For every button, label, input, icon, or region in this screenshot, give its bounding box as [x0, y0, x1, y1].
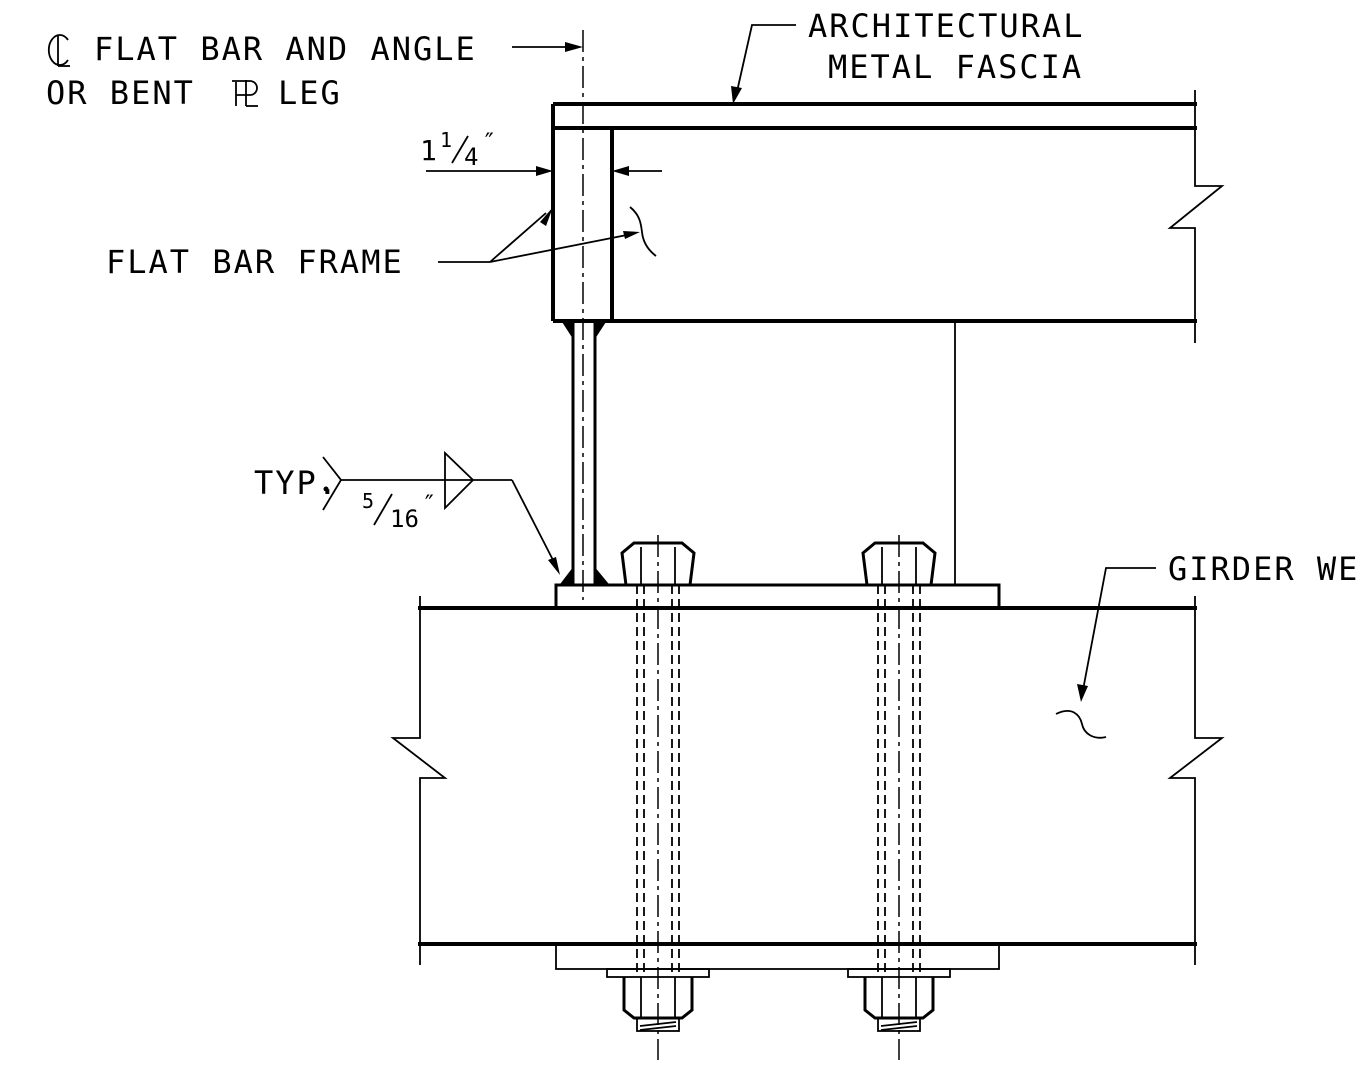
bolt-2 — [847, 535, 951, 1060]
gap-unit: ″ — [482, 128, 496, 156]
bolt-1 — [606, 535, 710, 1060]
girder — [390, 596, 1225, 970]
fillet-weld-symbol — [444, 450, 475, 511]
gap-whole: 1 — [420, 134, 437, 167]
architectural-fascia — [551, 90, 1225, 585]
weld-callout: TYP. 5 16 ″ — [254, 450, 560, 575]
flat-bar-frame-label: FLAT BAR FRAME — [106, 243, 404, 281]
girder-callout: GIRDER WE — [1077, 550, 1359, 702]
girder-label: GIRDER WE — [1168, 550, 1359, 588]
centerline-callout: FLAT BAR AND ANGLE OR BENT LEG — [46, 30, 583, 112]
centerline-label-line2: OR BENT — [46, 74, 195, 112]
centerline-symbol — [47, 34, 70, 67]
weld-den: 16 — [390, 505, 419, 533]
weld-typ-label: TYP. — [254, 464, 339, 502]
top-plate — [554, 583, 1001, 610]
fascia-label-line2: METAL FASCIA — [828, 48, 1083, 86]
gap-dimension: 1 1 4 ″ — [420, 128, 662, 176]
flat-bar-frame-callout: FLAT BAR FRAME — [106, 206, 657, 281]
weld-num: 5 — [362, 489, 374, 513]
fascia-label-line1: ARCHITECTURAL — [808, 7, 1084, 45]
gap-num: 1 — [440, 128, 452, 152]
vertical-leg — [558, 320, 611, 586]
fascia-callout: ARCHITECTURAL METAL FASCIA — [731, 7, 1084, 104]
plate-symbol — [232, 80, 258, 107]
centerline-label-line2-end: LEG — [278, 74, 342, 112]
gap-den: 4 — [464, 143, 478, 171]
weld-unit: ″ — [422, 490, 436, 518]
centerline-label-line1: FLAT BAR AND ANGLE — [94, 30, 477, 68]
